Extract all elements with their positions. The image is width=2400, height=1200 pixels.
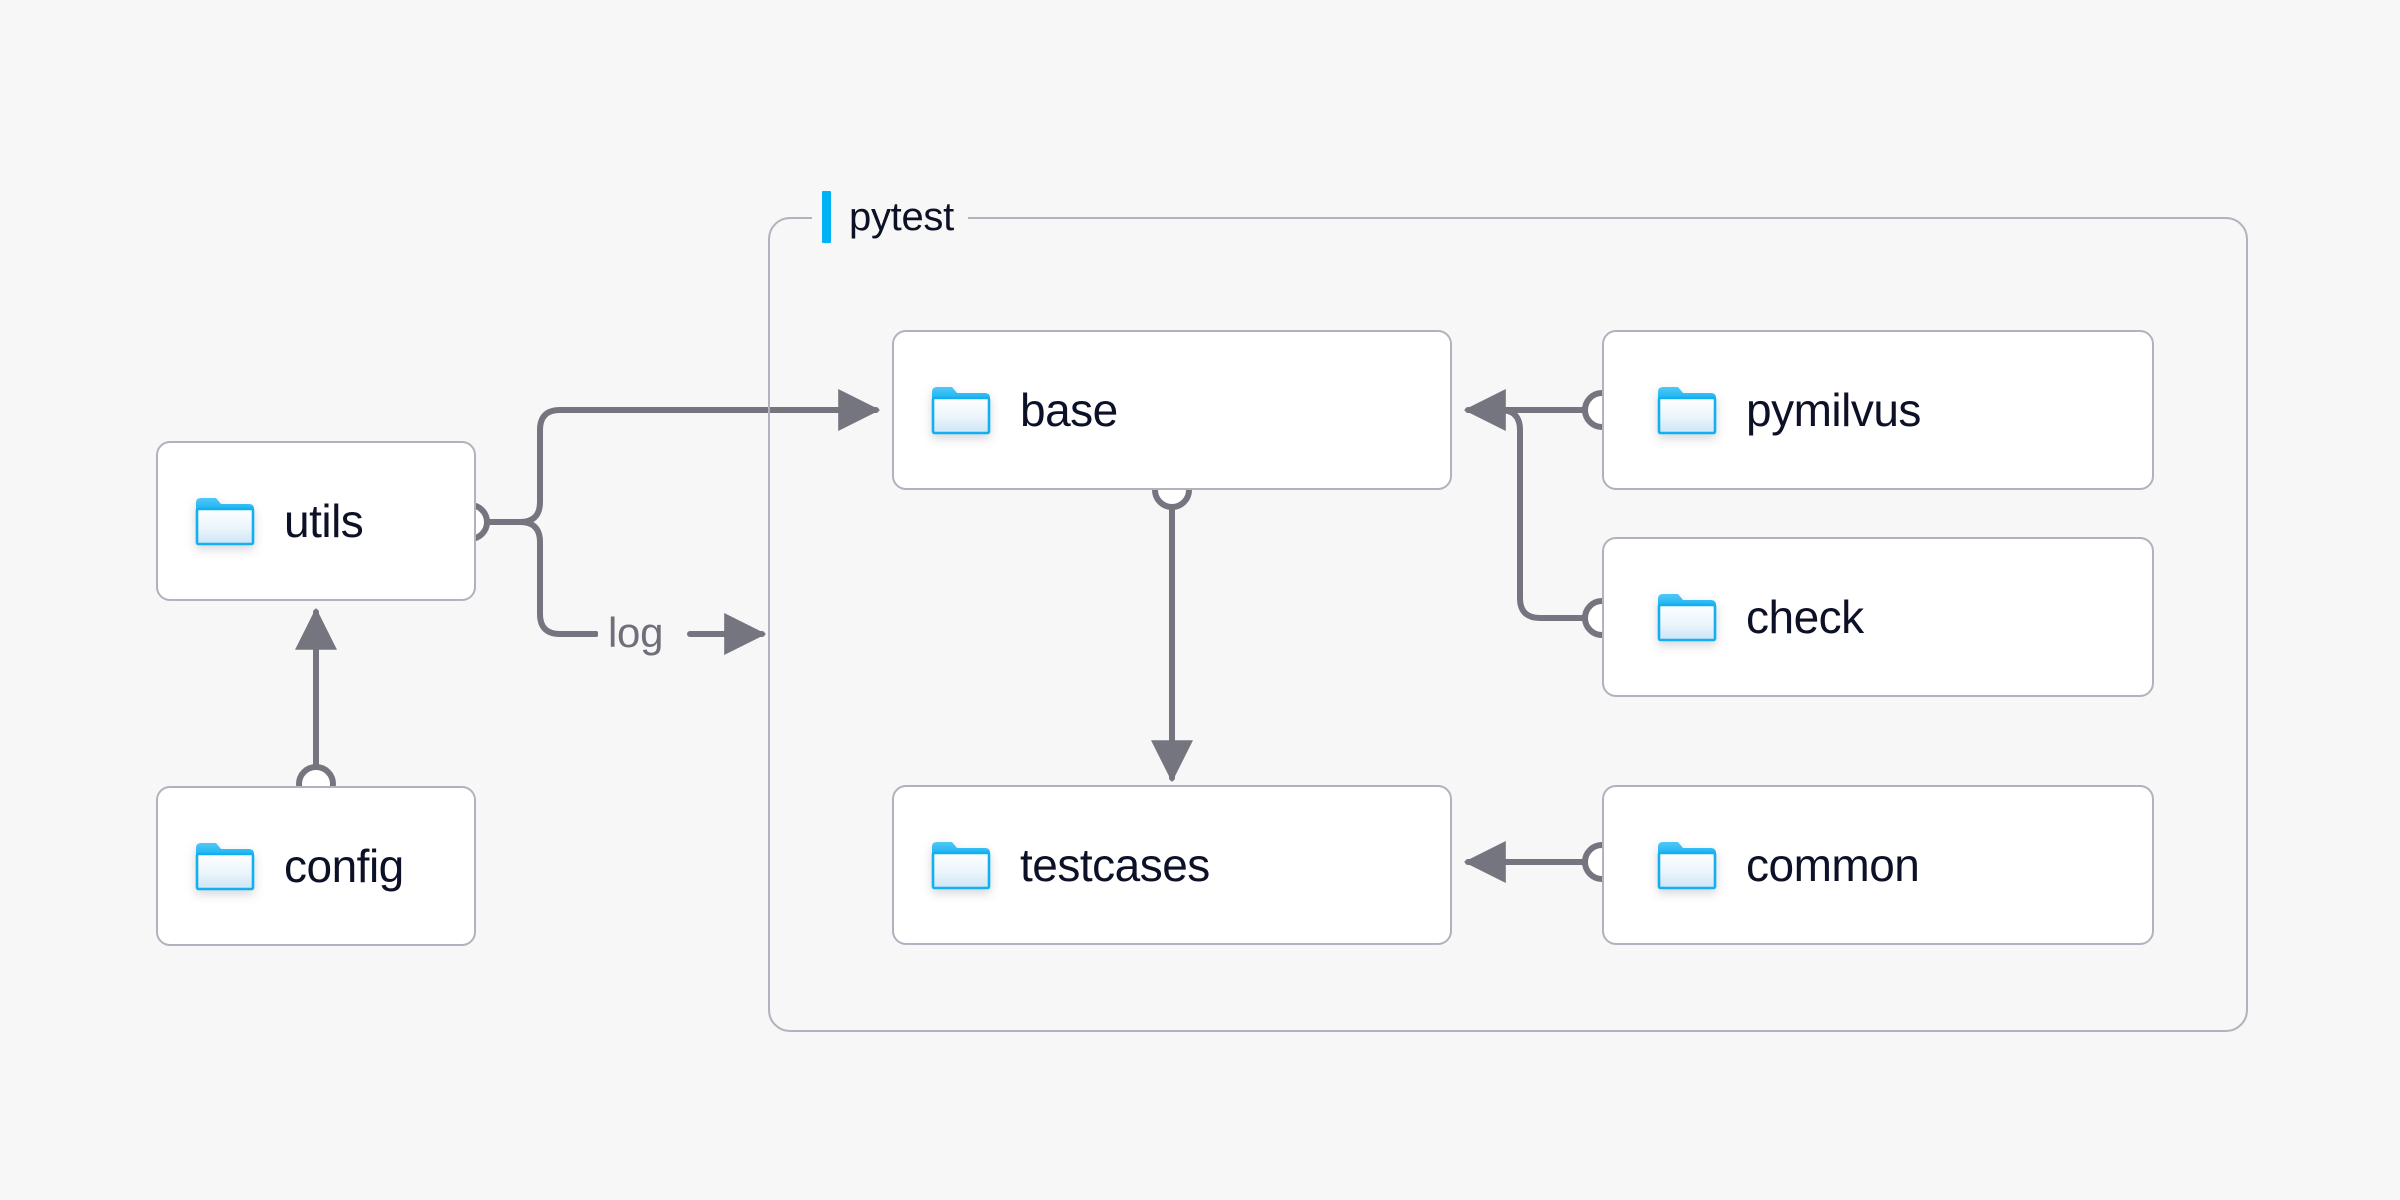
node-base-label: base <box>1020 384 1118 436</box>
folder-icon <box>931 387 991 435</box>
node-base[interactable]: base <box>892 330 1452 490</box>
node-common-label: common <box>1746 839 1920 891</box>
node-config[interactable]: config <box>156 786 476 946</box>
node-testcases[interactable]: testcases <box>892 785 1452 945</box>
folder-icon <box>1657 387 1717 435</box>
node-common[interactable]: common <box>1602 785 2154 945</box>
node-testcases-label: testcases <box>1020 839 1210 891</box>
node-utils-label: utils <box>284 495 364 547</box>
node-utils[interactable]: utils <box>156 441 476 601</box>
node-pymilvus[interactable]: pymilvus <box>1602 330 2154 490</box>
folder-icon <box>1657 594 1717 642</box>
folder-icon <box>195 498 255 546</box>
node-check[interactable]: check <box>1602 537 2154 697</box>
edge-label-log: log <box>598 612 674 654</box>
accent-bar-icon <box>822 191 831 243</box>
node-pymilvus-label: pymilvus <box>1746 384 1921 436</box>
node-check-label: check <box>1746 591 1864 643</box>
group-pytest-title: pytest <box>849 195 954 239</box>
group-pytest-label: pytest <box>812 189 968 245</box>
group-pytest[interactable] <box>768 217 2248 1032</box>
folder-icon <box>1657 842 1717 890</box>
node-config-label: config <box>284 840 404 892</box>
folder-icon <box>931 842 991 890</box>
folder-icon <box>195 843 255 891</box>
edge-utils-log <box>517 519 599 637</box>
